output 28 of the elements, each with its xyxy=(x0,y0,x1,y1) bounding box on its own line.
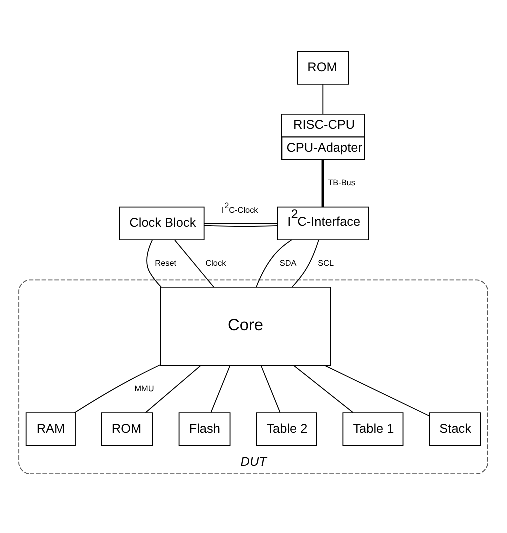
edge-label: Clock xyxy=(206,258,226,268)
edge-label: SCL xyxy=(318,258,334,268)
connector xyxy=(260,366,281,414)
node-box: ROM xyxy=(101,412,154,446)
node-box: Table 2 xyxy=(256,412,318,446)
edge-label: SDA xyxy=(280,258,297,268)
connector xyxy=(292,240,320,288)
node-box: RAM xyxy=(26,412,76,446)
node-box: ROM xyxy=(297,51,350,85)
connector xyxy=(210,366,231,414)
node-box: Core xyxy=(160,286,332,366)
node-box: Stack xyxy=(429,412,482,446)
edge-label: Reset xyxy=(155,258,177,268)
connector xyxy=(204,223,278,224)
connector xyxy=(146,240,162,288)
connector xyxy=(256,240,292,288)
edge-label: MMU xyxy=(134,384,154,394)
node-box: Flash xyxy=(178,412,231,446)
node-box: Clock Block xyxy=(119,206,205,241)
connector xyxy=(322,160,324,208)
edge-label: TB-Bus xyxy=(328,178,356,188)
node-box: Table 1 xyxy=(342,412,404,446)
connector xyxy=(204,225,278,228)
connector xyxy=(324,365,430,417)
connector xyxy=(74,364,162,414)
connector xyxy=(145,366,202,414)
connector xyxy=(322,84,324,115)
connector xyxy=(294,366,354,414)
